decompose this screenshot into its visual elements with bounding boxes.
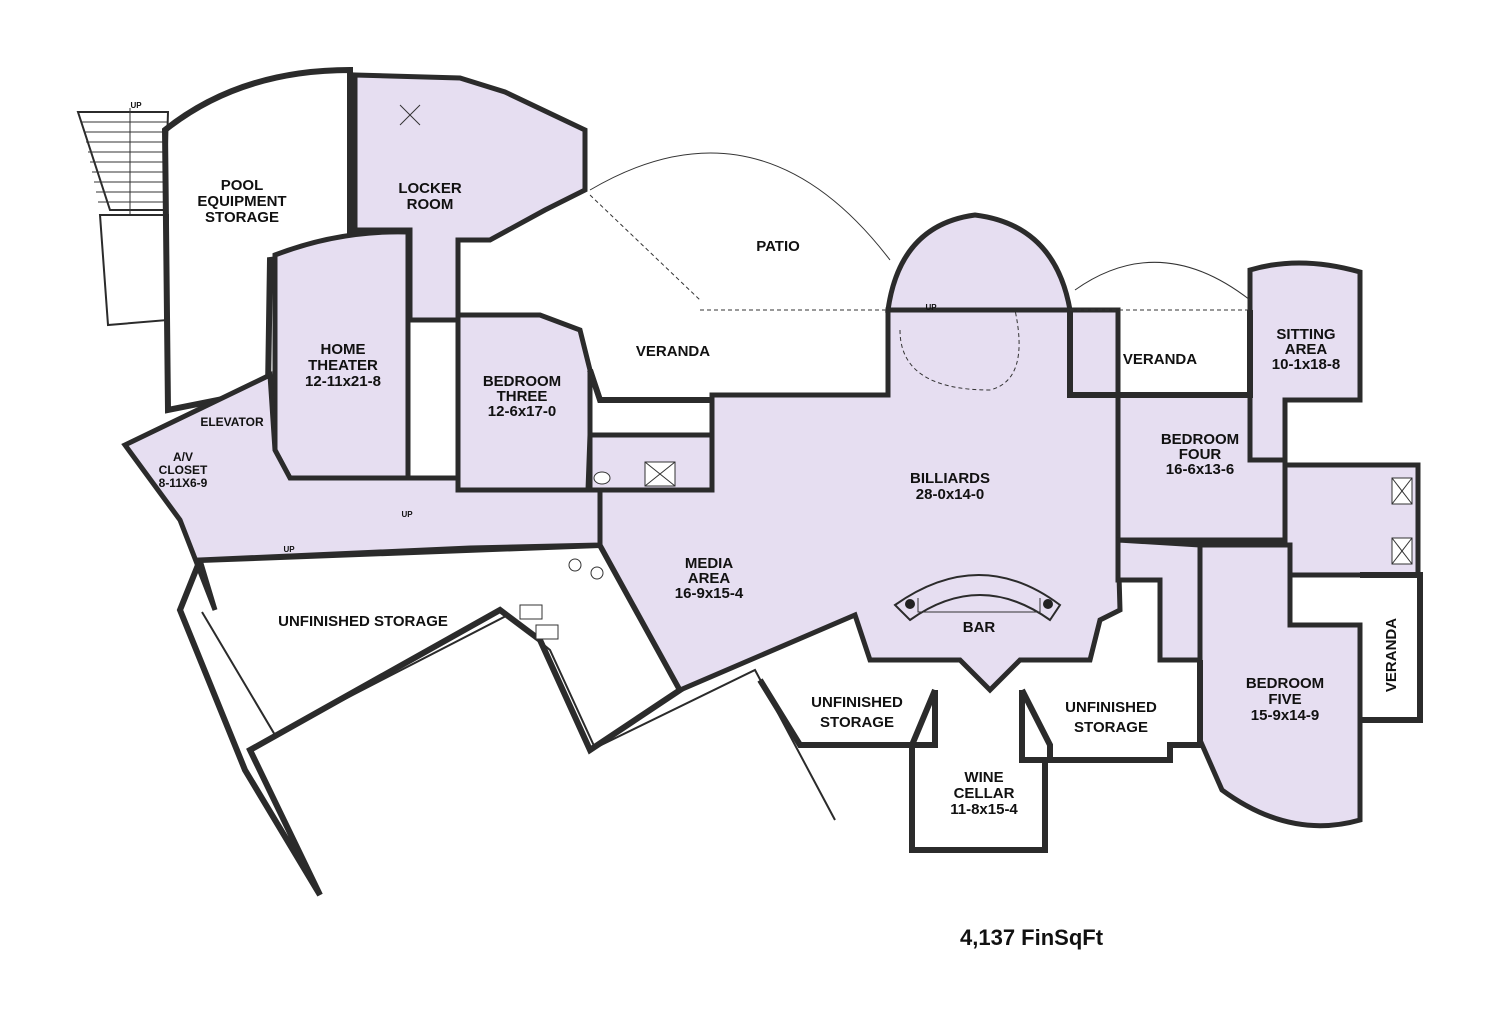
media-area-label-2: AREA xyxy=(688,570,731,587)
bedroom-four-label-1: BEDROOM xyxy=(1161,431,1239,448)
veranda-mid-label: VERANDA xyxy=(1123,351,1197,368)
bedroom-five-label-2: FIVE xyxy=(1268,691,1301,708)
wine-cellar-label-2: CELLAR xyxy=(954,785,1015,802)
up-label-exterior: UP xyxy=(130,101,142,110)
bedroom-four-size: 16-6x13-6 xyxy=(1166,461,1234,478)
total-finished-sqft: 4,137 FinSqFt xyxy=(960,925,1104,950)
unfinished-storage-mid-label-1: UNFINISHED xyxy=(811,694,903,711)
media-area-label-1: MEDIA xyxy=(685,555,734,572)
locker-room-label-1: LOCKER xyxy=(398,180,462,197)
sitting-area-size: 10-1x18-8 xyxy=(1272,356,1340,373)
up-label-stair: UP xyxy=(283,545,295,554)
av-closet-label-1: A/V xyxy=(173,450,193,464)
pool-equipment-label-1: POOL xyxy=(221,177,264,194)
unfinished-storage-right-label-2: STORAGE xyxy=(1074,719,1148,736)
wine-cellar-size: 11-8x15-4 xyxy=(950,801,1018,818)
home-theater-label-2: THEATER xyxy=(308,357,378,374)
fixtures xyxy=(399,104,1413,640)
room-labels: POOL EQUIPMENT STORAGE LOCKER ROOM PATIO… xyxy=(159,177,1400,818)
stair-tower xyxy=(885,212,1073,313)
pool-equipment-label-3: STORAGE xyxy=(205,209,279,226)
billiards-size: 28-0x14-0 xyxy=(916,486,984,503)
unfinished-storage-mid-walls xyxy=(757,678,938,748)
bedroom-three-label-2: THREE xyxy=(497,388,548,405)
hall-east xyxy=(1115,537,1203,663)
home-theater-label-1: HOME xyxy=(321,341,366,358)
unfinished-storage-right-walls xyxy=(1019,660,1203,763)
sitting-area xyxy=(1247,260,1363,463)
billiards-label: BILLIARDS xyxy=(910,470,990,487)
home-theater-size: 12-11x21-8 xyxy=(305,373,381,390)
bedroom-five-size: 15-9x14-9 xyxy=(1251,707,1319,724)
patio-outline xyxy=(589,152,1251,391)
bedroom-three-size: 12-6x17-0 xyxy=(488,403,556,420)
bar-label: BAR xyxy=(963,619,996,636)
unfinished-storage-mid-label-2: STORAGE xyxy=(820,714,894,731)
billiards-media xyxy=(597,307,1123,694)
stair-labels: UP UP UP UP xyxy=(130,101,937,554)
av-closet-label-2: CLOSET xyxy=(159,463,208,477)
wine-cellar-label-1: WINE xyxy=(964,769,1003,786)
unfinished-storage-left-label: UNFINISHED STORAGE xyxy=(278,613,448,630)
bar-counter xyxy=(893,574,1062,622)
av-closet-size: 8-11X6-9 xyxy=(159,476,208,490)
sitting-area-label-1: SITTING xyxy=(1276,326,1335,343)
elevator-label: ELEVATOR xyxy=(200,415,264,429)
media-area-size: 16-9x15-4 xyxy=(675,585,744,602)
pool-equipment-label-2: EQUIPMENT xyxy=(197,193,286,210)
bedroom-four-label-2: FOUR xyxy=(1179,446,1222,463)
bedroom-three xyxy=(455,312,593,493)
veranda-mid-walls xyxy=(1067,310,1253,398)
veranda-left-walls xyxy=(587,369,712,403)
unfinished-storage-right-label-1: UNFINISHED xyxy=(1065,699,1157,716)
exterior-stair xyxy=(76,108,170,327)
patio-label: PATIO xyxy=(756,238,800,255)
locker-room-label-2: ROOM xyxy=(407,196,454,213)
up-label-hall: UP xyxy=(401,510,413,519)
sitting-area-label-2: AREA xyxy=(1285,341,1328,358)
veranda-right-walls xyxy=(1360,572,1423,723)
bedroom-five-label-1: BEDROOM xyxy=(1246,675,1324,692)
veranda-right-label: VERANDA xyxy=(1383,618,1400,692)
bedroom-three-label-1: BEDROOM xyxy=(483,373,561,390)
veranda-left-label: VERANDA xyxy=(636,343,710,360)
up-label-spiral: UP xyxy=(925,303,937,312)
wine-cellar-walls xyxy=(909,688,1048,853)
